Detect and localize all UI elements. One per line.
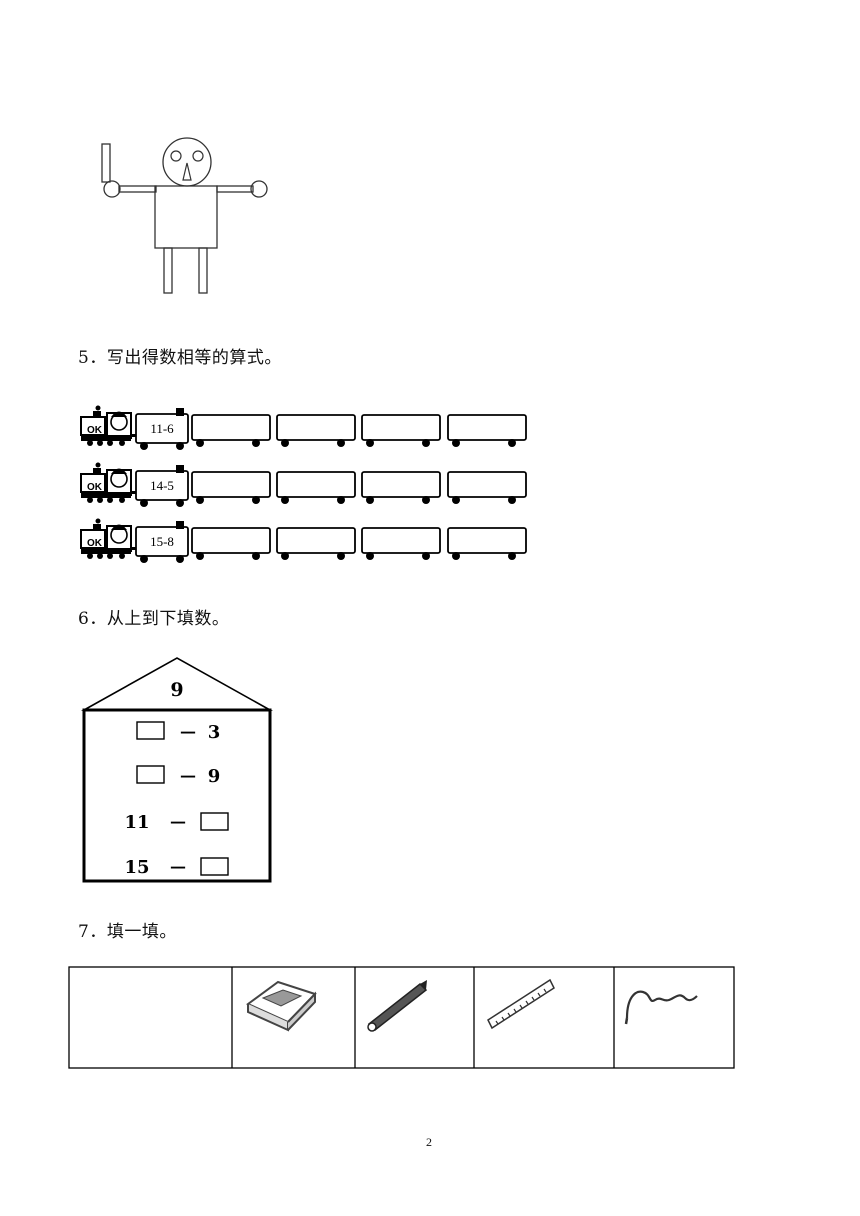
train-rows: OK 11-6 OK 14-5 OK xyxy=(80,404,527,563)
operand: 3 xyxy=(208,722,221,743)
expression-1: 11-6 xyxy=(150,421,174,436)
operator: — xyxy=(180,722,196,741)
operand: 9 xyxy=(208,766,221,787)
robot-figure xyxy=(101,137,268,294)
answer-box[interactable] xyxy=(200,857,229,876)
answer-box[interactable] xyxy=(136,721,165,740)
first-car: 14-5 xyxy=(135,465,189,507)
operand: 11 xyxy=(124,812,149,833)
ok-label: OK xyxy=(87,538,103,549)
question-7-title: 7．填一填。 xyxy=(78,922,177,942)
question-5-title: 5．写出得数相等的算式。 xyxy=(78,348,282,368)
operator: — xyxy=(170,812,186,831)
train-row-2: OK 14-5 xyxy=(80,461,527,507)
pencil-icon xyxy=(367,980,428,1032)
first-car: 11-6 xyxy=(135,408,189,450)
page-number: 2 xyxy=(426,1135,432,1149)
first-car: 15-8 xyxy=(135,521,189,563)
rope-icon xyxy=(624,990,698,1025)
expression-2: 14-5 xyxy=(150,478,174,493)
fill-table xyxy=(68,966,735,1069)
answer-box[interactable] xyxy=(136,765,165,784)
roof-number: 9 xyxy=(170,679,183,701)
eraser-icon xyxy=(246,980,317,1032)
ok-label: OK xyxy=(87,482,103,493)
operator: — xyxy=(170,857,186,876)
train-row-1: OK 11-6 xyxy=(80,404,527,450)
number-house: 9 — 3 — 9 11 — 15 — xyxy=(80,657,274,883)
operator: — xyxy=(180,766,196,785)
train-row-3: OK 15-8 xyxy=(80,517,527,563)
ruler-icon xyxy=(487,978,555,1030)
expression-3: 15-8 xyxy=(150,534,174,549)
answer-box[interactable] xyxy=(200,812,229,831)
ok-label: OK xyxy=(87,425,103,436)
question-6-title: 6．从上到下填数。 xyxy=(78,609,230,629)
operand: 15 xyxy=(124,857,149,878)
